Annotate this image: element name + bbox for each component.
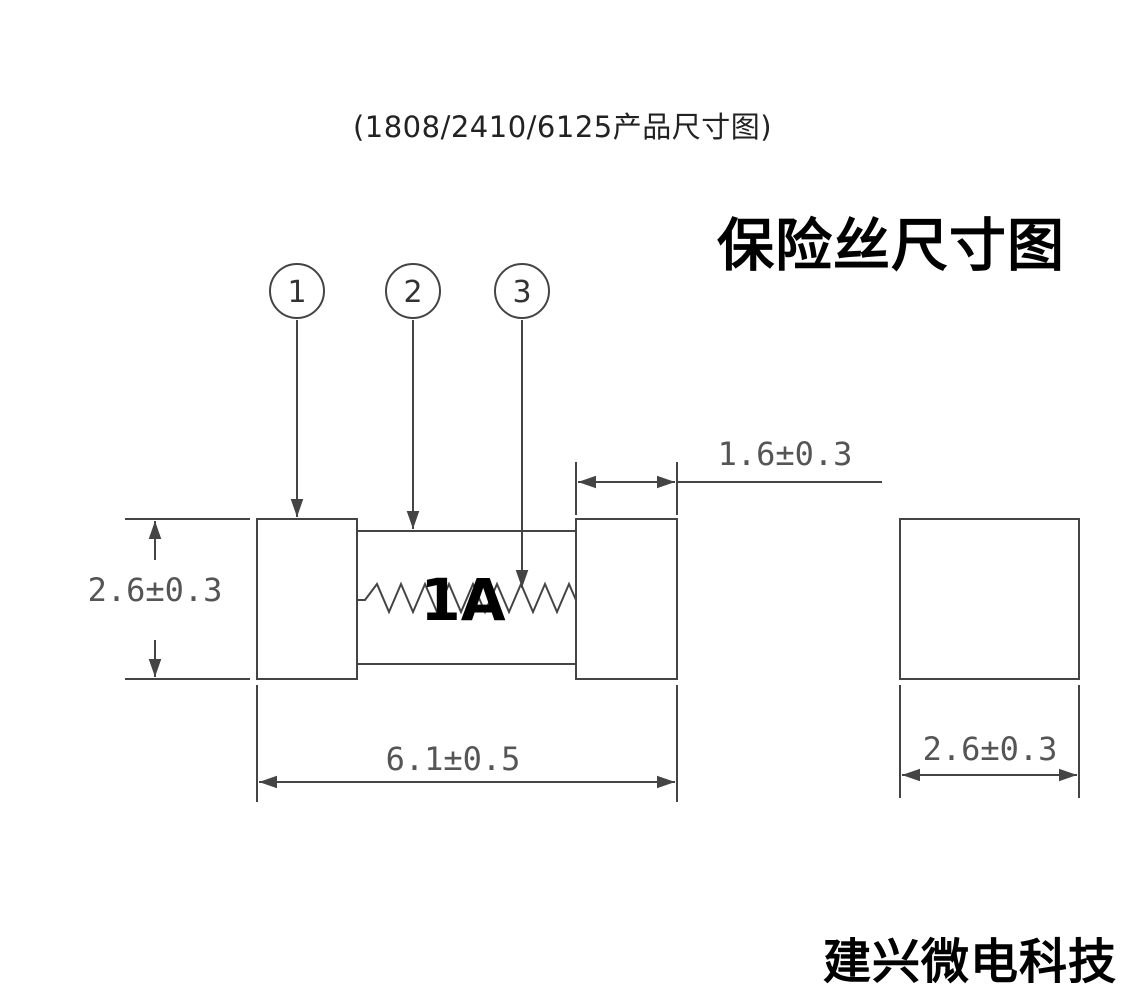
fuse-element-wire (357, 581, 577, 615)
callout-number-2: 2 (403, 275, 422, 310)
page-title: 保险丝尺寸图 (717, 213, 1065, 279)
end-width-dimension-label: 2.6±0.3 (923, 730, 1058, 768)
cap-width-dimension-label: 1.6±0.3 (718, 435, 853, 473)
callout-number-1: 1 (287, 275, 306, 310)
end-view-square (899, 518, 1080, 680)
callout-circle-3 (494, 263, 550, 319)
height-dimension-label: 2.6±0.3 (88, 571, 223, 609)
length-dimension-label: 6.1±0.5 (386, 740, 521, 778)
right-end-cap (575, 518, 678, 680)
left-end-cap (256, 518, 358, 680)
product-subtitle: (1808/2410/6125产品尺寸图) (352, 110, 773, 144)
callout-circle-2 (385, 263, 441, 319)
brand-name: 建兴微电科技 (822, 934, 1117, 990)
current-rating-label: 1A (420, 566, 505, 634)
callout-number-3: 3 (512, 275, 531, 310)
callout-circle-1 (269, 263, 325, 319)
